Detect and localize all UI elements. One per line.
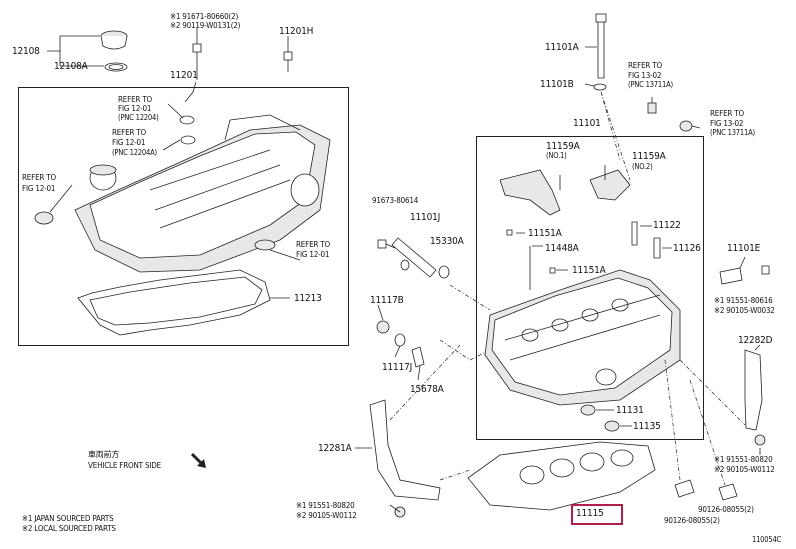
refer-fig-13-02-a[interactable]: REFER TO xyxy=(628,61,662,70)
legend-japan-sourced: ※1 JAPAN SOURCED PARTS xyxy=(22,514,114,523)
note-91671-80660: ※1 91671-80660(2) xyxy=(170,12,239,21)
label-11213[interactable]: 11213 xyxy=(294,293,322,304)
label-15678A[interactable]: 15678A xyxy=(410,384,444,395)
cylinder-head-group-box xyxy=(476,136,704,440)
legend-local-sourced: ※2 LOCAL SOURCED PARTS xyxy=(22,524,116,533)
label-11101B[interactable]: 11101B xyxy=(540,79,574,90)
oil-filler-cap-drawing xyxy=(100,30,128,72)
label-11151A-1[interactable]: 11151A xyxy=(528,228,562,239)
label-12281A[interactable]: 12281A xyxy=(318,443,352,454)
head-gasket-drawing xyxy=(467,441,656,511)
label-11201H[interactable]: 11201H xyxy=(279,26,314,37)
label-11115[interactable]: 11115 xyxy=(576,508,604,519)
label-11101A[interactable]: 11101A xyxy=(545,42,579,53)
refer-fig-12-01-c[interactable]: REFER TO xyxy=(22,173,56,182)
refer-fig-12-01-d[interactable]: REFER TO xyxy=(296,240,330,249)
label-90126-08055-b[interactable]: 90126-08055(2) xyxy=(664,516,720,525)
label-15330A[interactable]: 15330A xyxy=(430,236,464,247)
note-91551-80820-right: ※1 91551-80820 xyxy=(714,455,773,464)
label-12108A[interactable]: 12108A xyxy=(54,61,88,72)
note-90105-w0032: ※2 90105-W0032 xyxy=(714,306,775,315)
label-11117J[interactable]: 11117J xyxy=(382,362,413,373)
note-91551-80616: ※1 91551-80616 xyxy=(714,296,773,305)
label-11122[interactable]: 11122 xyxy=(653,220,681,231)
label-11117B[interactable]: 11117B xyxy=(370,295,404,306)
refer-fig-12-01-a[interactable]: REFER TO xyxy=(118,95,152,104)
note-91551-80820-left: ※1 91551-80820 xyxy=(296,501,355,510)
refer-fig-13-02-b[interactable]: REFER TO xyxy=(710,109,744,118)
label-91673-80614[interactable]: 91673-80614 xyxy=(372,196,419,205)
highlighted-part-11115 xyxy=(571,504,623,525)
note-90105-w0112-left: ※2 90105-W0112 xyxy=(296,511,357,520)
label-11151A-2[interactable]: 11151A xyxy=(572,265,606,276)
label-11448A[interactable]: 11448A xyxy=(545,243,579,254)
label-11159A-no2[interactable]: 11159A xyxy=(632,151,666,162)
label-11159A-no1[interactable]: 11159A xyxy=(546,141,580,152)
label-11126[interactable]: 11126 xyxy=(673,243,701,254)
drawing-code: 110054C xyxy=(752,535,782,544)
label-12108[interactable]: 12108 xyxy=(12,46,40,57)
label-11101J[interactable]: 11101J xyxy=(410,212,441,223)
label-11101[interactable]: 11101 xyxy=(573,118,601,129)
vehicle-front-cn: 車両前方 xyxy=(88,450,120,459)
label-11201[interactable]: 11201 xyxy=(170,70,198,81)
label-90126-08055-a[interactable]: 90126-08055(2) xyxy=(698,505,754,514)
cylinder-head-drawing xyxy=(484,269,681,406)
label-12282D[interactable]: 12282D xyxy=(738,335,773,346)
note-90105-w0112-right: ※2 90105-W0112 xyxy=(714,465,775,474)
cylinder-head-cover-drawing xyxy=(74,114,331,273)
head-cover-group-box xyxy=(18,87,349,346)
note-90119-w0131: ※2 90119-W0131(2) xyxy=(170,21,241,30)
label-11101E[interactable]: 11101E xyxy=(727,243,761,254)
label-11131[interactable]: 11131 xyxy=(616,405,644,416)
label-11135[interactable]: 11135 xyxy=(633,421,661,432)
vehicle-front-en: VEHICLE FRONT SIDE xyxy=(88,461,161,470)
refer-fig-12-01-b[interactable]: REFER TO xyxy=(112,128,146,137)
